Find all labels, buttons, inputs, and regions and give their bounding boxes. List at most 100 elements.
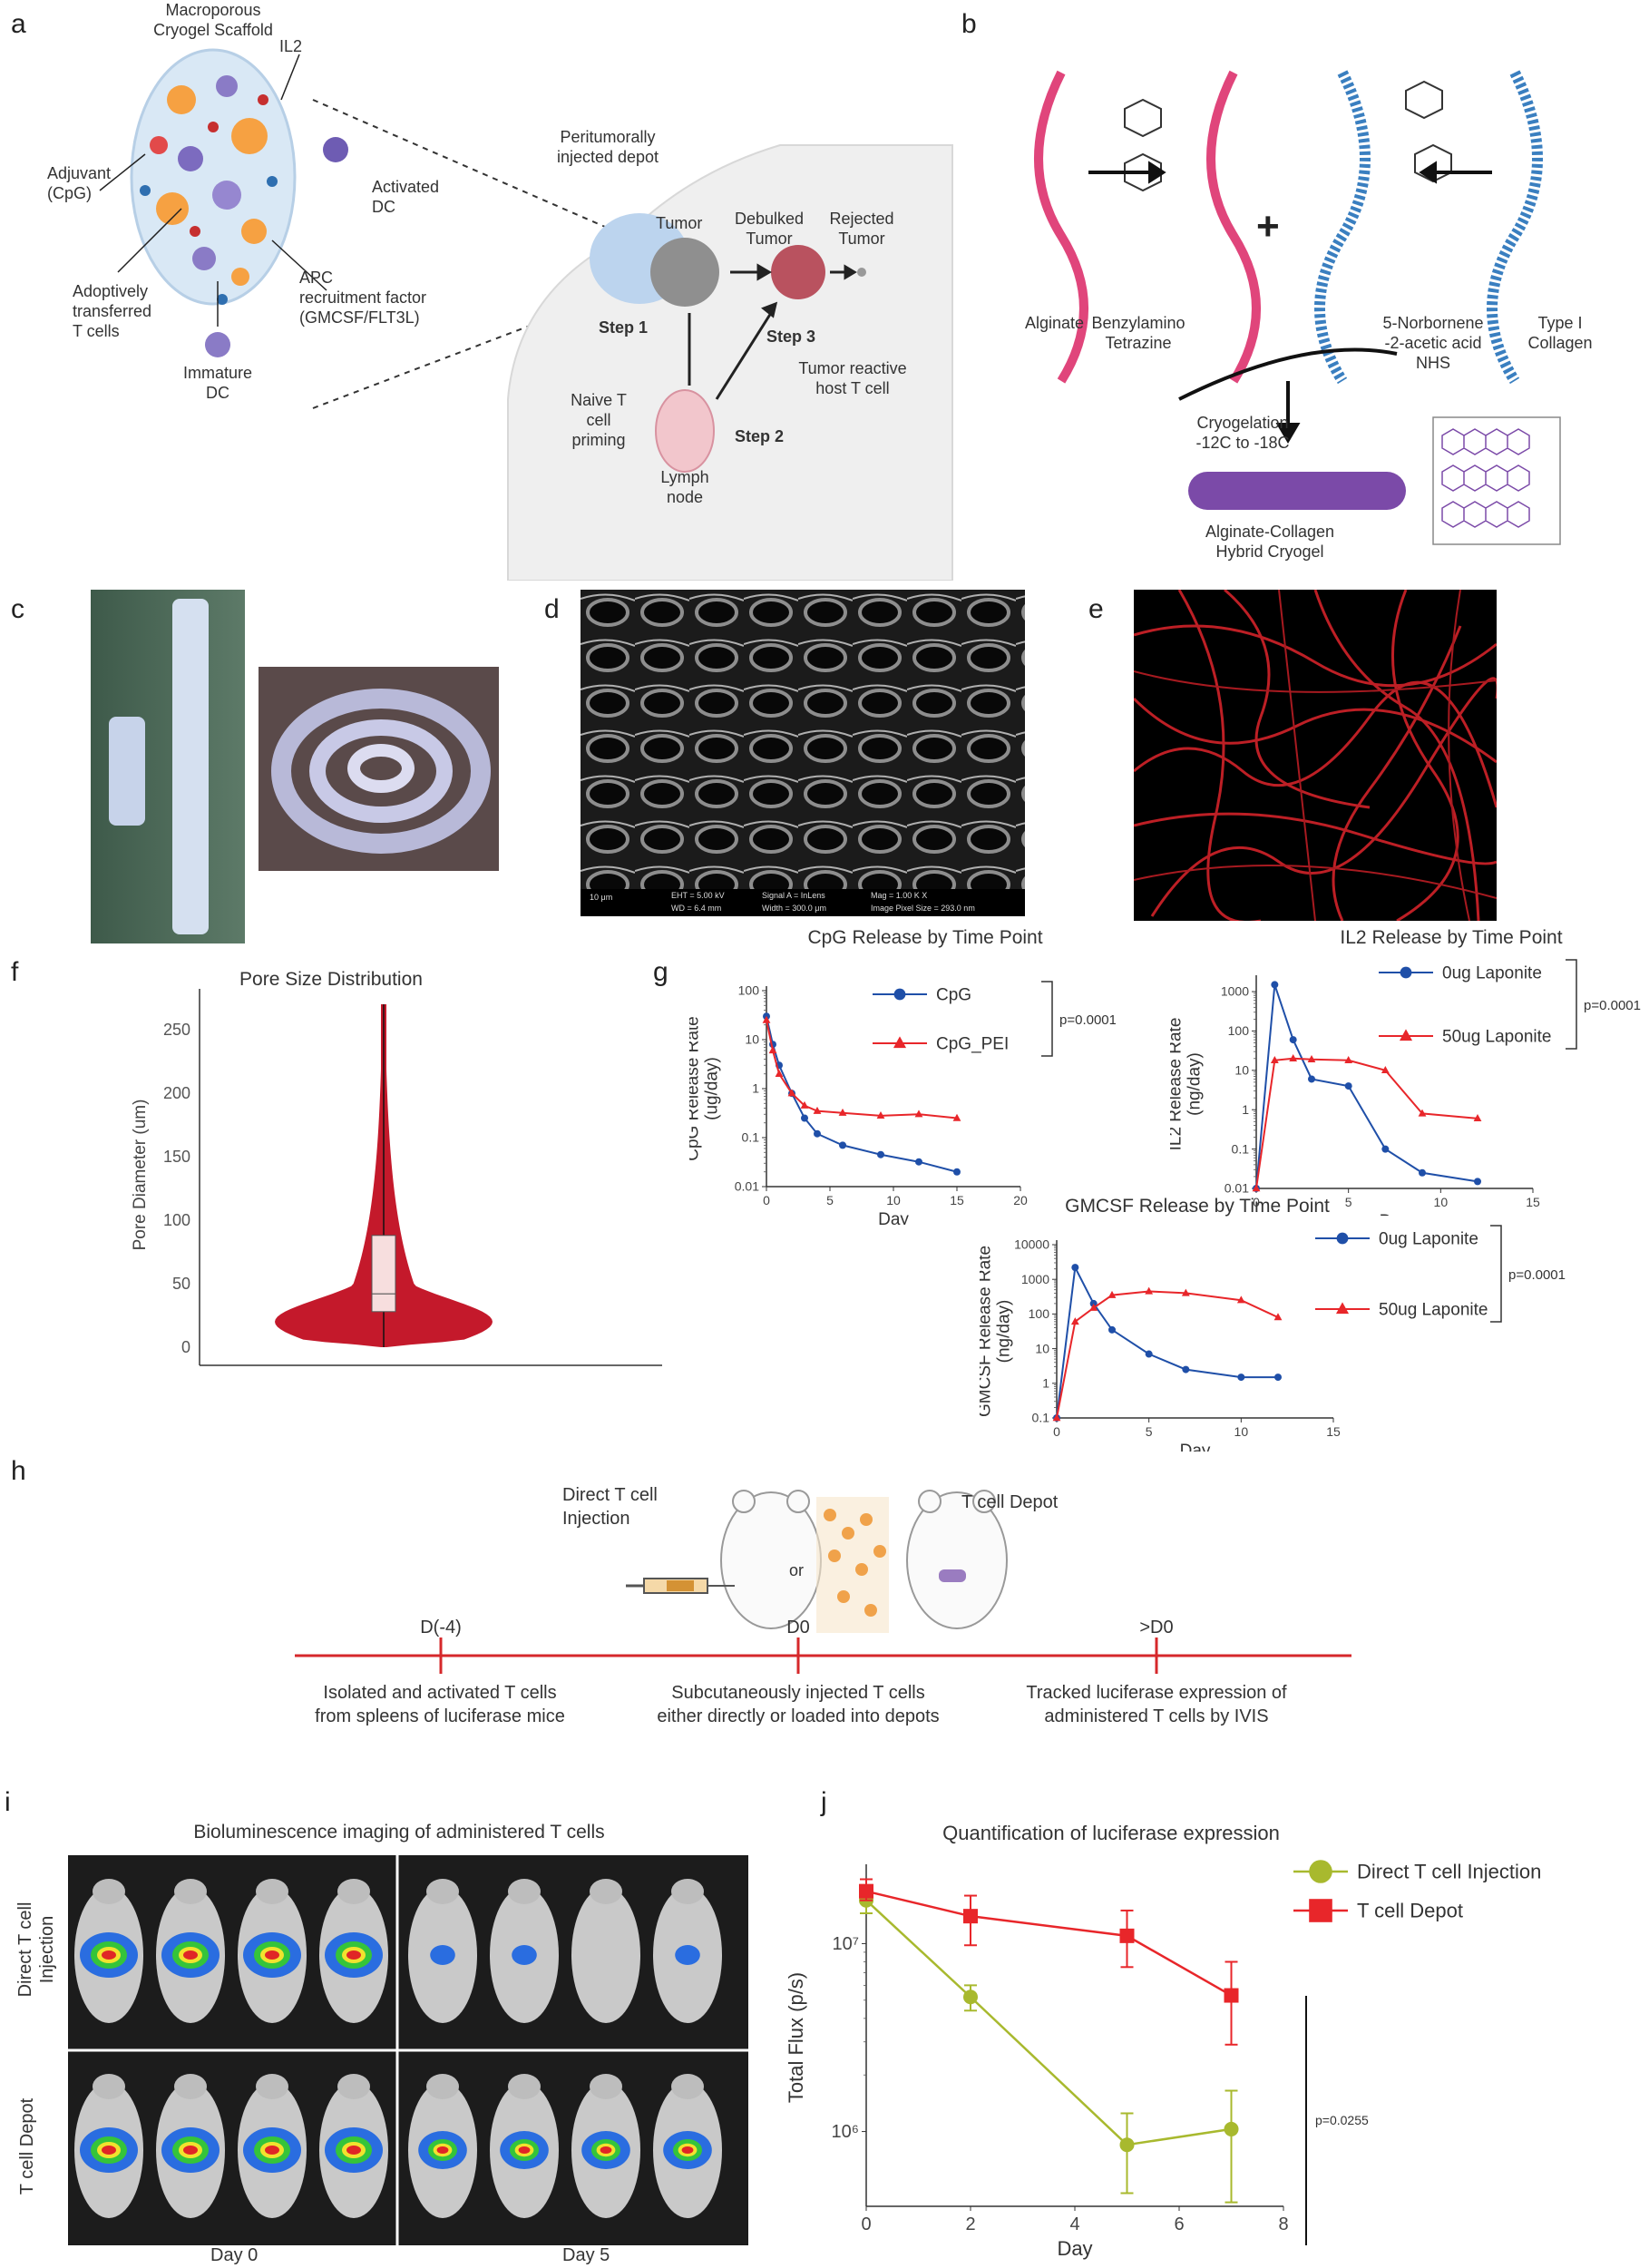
collagen-strand — [1487, 70, 1543, 385]
sem-meta-3: Signal A = InLens — [762, 891, 825, 900]
label-hybrid: Alginate-Collagen Hybrid Cryogel — [1205, 523, 1335, 561]
y-tick-label: 100 — [1029, 1306, 1050, 1321]
y-axis-label: CpG Release Rate(ug/day) — [689, 1016, 721, 1160]
series-line-cpg — [766, 1016, 958, 1173]
label-tumor: Tumor — [656, 214, 703, 232]
row-label-direct: Direct T cell Injection — [15, 1901, 57, 1998]
data-point — [1224, 2121, 1239, 2136]
data-point — [915, 1158, 922, 1166]
label-tetrazine: Benzylamino Tetrazine — [1091, 314, 1186, 352]
x-axis-label: Day — [1380, 1212, 1410, 1216]
x-tick-label: 5 — [1345, 1195, 1352, 1209]
x-tick-label: 0 — [1253, 1195, 1260, 1209]
data-point — [1181, 1288, 1190, 1296]
y-axis-label-line: Total Flux (p/s) — [785, 1972, 807, 2103]
mouse-head — [590, 2074, 622, 2099]
imaging-title: Bioluminescence imaging of administered … — [193, 1822, 605, 1843]
y-axis-label-line: GMCSF Release Rate — [980, 1246, 995, 1417]
y-tick-label: 1 — [1042, 1375, 1049, 1390]
data-point — [1119, 1928, 1135, 1943]
sem-info-bar: 10 μm EHT = 5.00 kV WD = 6.4 mm Signal A… — [581, 889, 1025, 916]
data-point — [1344, 1082, 1352, 1090]
signal-core — [102, 2146, 116, 2155]
y-axis-label: Total Flux (p/s) — [785, 1972, 807, 2103]
panel-label-f: f — [11, 957, 19, 987]
pvalue-label: p=0.0001 — [1584, 998, 1641, 1013]
y-tick-label: 100 — [1228, 1023, 1250, 1038]
mouse-head — [174, 2074, 207, 2099]
signal-outer — [430, 1945, 455, 1965]
rejected-tumor-dot — [857, 268, 866, 277]
panel-a-schematic — [99, 48, 953, 581]
mouse-head — [671, 1879, 704, 1904]
data-point — [1473, 1114, 1482, 1122]
label-tcell-depot: T cell Depot — [961, 1492, 1059, 1512]
series-line-50ug-laponite — [1056, 1290, 1279, 1419]
data-point — [838, 1108, 847, 1116]
legend-marker — [1335, 1302, 1350, 1315]
violin-tick-label: 250 — [163, 1021, 190, 1039]
label-step1: Step 1 — [599, 318, 649, 337]
label-debulked: Debulked Tumor — [734, 210, 805, 248]
label-apc: APC recruitment factor (GMCSF/FLT3L) — [299, 269, 427, 327]
label-naive: Naive T cell priming — [571, 391, 627, 449]
label-direct-injection: Direct T cell Injection — [562, 1485, 658, 1529]
il2-chart: 0.010.11101001000051015DayIL2 Release Ra… — [1170, 959, 1641, 1216]
pvalue-bracket — [1566, 959, 1577, 1050]
tumor-mass — [650, 238, 719, 307]
legend-label: CpG_PEI — [936, 1034, 1009, 1053]
data-point — [1252, 1184, 1261, 1192]
mouse-left — [720, 1490, 822, 1629]
data-point — [953, 1168, 961, 1176]
y-tick-label: 0.1 — [1032, 1411, 1050, 1425]
label-cryogelation: Cryogelation -12C to -18C — [1195, 414, 1290, 452]
data-point — [1307, 1054, 1316, 1062]
row-label-depot: T cell Depot — [17, 2097, 37, 2195]
molecule-sketches — [1124, 80, 1452, 192]
label-collagen: Type I Collagen — [1527, 314, 1593, 352]
panel-label-h: h — [11, 1456, 26, 1486]
signal-core — [265, 1950, 279, 1960]
sem-meta-2: WD = 6.4 mm — [671, 904, 722, 913]
pvalue-label: p=0.0001 — [1508, 1267, 1566, 1283]
signal-core — [346, 1950, 361, 1960]
y-tick-label: 10⁶ — [832, 2122, 859, 2142]
lymph-node — [655, 389, 715, 473]
y-tick-label: 10 — [1234, 1063, 1249, 1078]
mouse-head — [426, 1879, 459, 1904]
data-point — [1308, 1075, 1315, 1083]
sem-meta-6: Image Pixel Size = 293.0 nm — [871, 904, 975, 913]
sem-scale: 10 μm — [590, 893, 613, 902]
timeline-desc-2: Subcutaneously injected T cells either d… — [657, 1683, 940, 1726]
sem-image: 10 μm EHT = 5.00 kV WD = 6.4 mm Signal A… — [581, 590, 1025, 916]
debulked-tumor — [771, 245, 825, 299]
ivis-image-grid — [68, 1855, 748, 2245]
label-day5: Day 5 — [562, 2245, 610, 2265]
label-immature-dc: Immature DC — [182, 364, 253, 402]
y-tick-label: 1 — [752, 1081, 759, 1096]
timeline-schematic — [295, 1490, 1351, 1674]
x-tick-label: 0 — [861, 2214, 871, 2234]
mouse-head — [93, 1879, 125, 1904]
mouse-head — [590, 1879, 622, 1904]
x-tick-label: 5 — [826, 1193, 834, 1207]
cryogel-mesh — [1432, 416, 1561, 545]
data-point — [1270, 1055, 1279, 1063]
y-axis-label-line: (ng/day) — [1185, 1052, 1204, 1116]
legend-label: Direct T cell Injection — [1357, 1860, 1541, 1882]
data-point — [1237, 1374, 1245, 1382]
y-axis-label-line: (ug/day) — [702, 1057, 721, 1120]
data-point — [768, 1046, 777, 1054]
sem-meta-4: Width = 300.0 μm — [762, 904, 826, 913]
data-point — [775, 1069, 784, 1077]
x-tick-label: 20 — [1013, 1193, 1028, 1207]
data-point — [1145, 1286, 1154, 1295]
plus-sign: + — [1256, 204, 1280, 249]
violin-ylabel: Pore Diameter (um) — [131, 1100, 150, 1251]
cell-depot-icon — [816, 1497, 889, 1633]
y-axis-label: GMCSF Release Rate(ng/day) — [980, 1246, 1013, 1417]
legend-marker — [893, 1036, 907, 1049]
legend-marker — [1400, 966, 1412, 979]
signal-core — [183, 1950, 198, 1960]
series-line-cpg_pei — [766, 1020, 958, 1119]
